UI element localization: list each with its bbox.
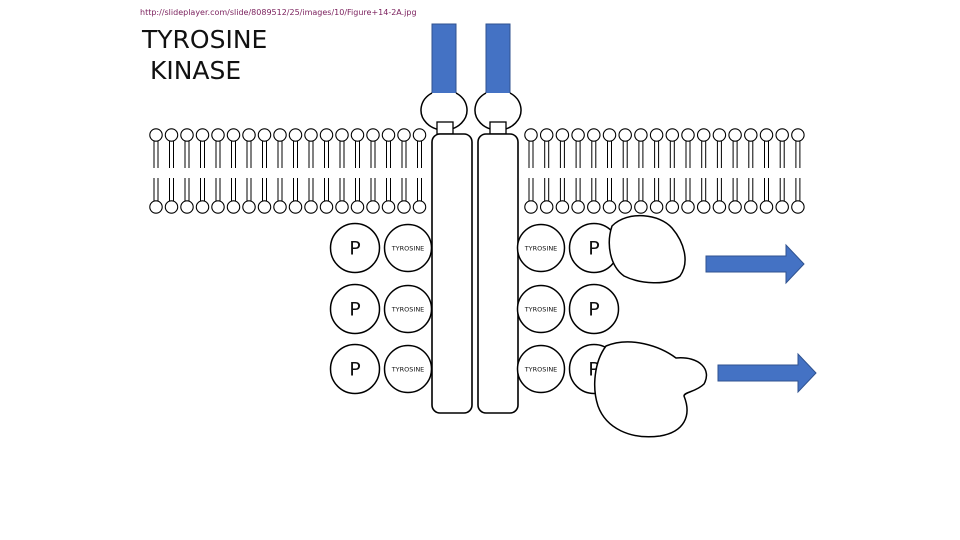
- tyrosine-left-label: TYROSINE: [391, 244, 425, 252]
- phospholipid: [150, 129, 162, 213]
- tyrosine-right-label: TYROSINE: [524, 244, 558, 252]
- relay-protein-bottom: [595, 342, 707, 437]
- tyrosine-phosphate-group: P TYROSINE TYROSINE P P TYROSINE TYROSINE P P TYR…: [331, 224, 619, 394]
- phosphate-right-label: P: [588, 238, 599, 260]
- receptor-body-right: [478, 134, 518, 413]
- tyrosine-right-label: TYROSINE: [524, 365, 558, 373]
- phospholipid: [243, 129, 255, 213]
- phosphate-left-label: P: [349, 299, 360, 321]
- phospholipid: [289, 129, 301, 213]
- tyrosine-left-label: TYROSINE: [391, 305, 425, 313]
- phospholipid: [792, 129, 804, 213]
- activation-arrow-top: [706, 245, 804, 283]
- phosphate-left-label: P: [349, 359, 360, 381]
- phospholipid: [258, 129, 270, 213]
- phospholipid: [729, 129, 741, 213]
- phospholipid: [196, 129, 208, 213]
- phosphate-right-label: P: [588, 299, 599, 321]
- tyrosine-left: TYROSINE: [385, 225, 432, 272]
- phospholipid: [367, 129, 379, 213]
- phospholipid: [588, 129, 600, 213]
- phospholipid: [682, 129, 694, 213]
- phospholipid: [181, 129, 193, 213]
- phospholipid: [382, 129, 394, 213]
- receptor-head-left: [421, 93, 467, 134]
- phospholipid: [305, 129, 317, 213]
- cell-membrane: [150, 129, 804, 213]
- phospholipid: [525, 129, 537, 213]
- tyrosine-right-label: TYROSINE: [524, 305, 558, 313]
- tyrosine-right: TYROSINE: [518, 346, 565, 393]
- phosphate-left: P: [331, 224, 380, 273]
- phospholipid: [572, 129, 584, 213]
- phospholipid: [776, 129, 788, 213]
- phospholipid: [635, 129, 647, 213]
- phospholipid: [165, 129, 177, 213]
- phosphate-left-label: P: [349, 238, 360, 260]
- phospholipid: [398, 129, 410, 213]
- phospholipid: [274, 129, 286, 213]
- phospholipid: [351, 129, 363, 213]
- activation-arrow-bottom: [718, 354, 816, 392]
- phospholipid: [745, 129, 757, 213]
- phospholipid: [556, 129, 568, 213]
- phospholipid: [650, 129, 662, 213]
- phospholipid: [541, 129, 553, 213]
- phospholipid: [666, 129, 678, 213]
- phosphate-left: P: [331, 285, 380, 334]
- receptor-head-right: [475, 93, 521, 134]
- phospholipid: [713, 129, 725, 213]
- phospholipid: [320, 129, 332, 213]
- phospholipid: [760, 129, 772, 213]
- phosphate-left: P: [331, 345, 380, 394]
- ligand-left: [432, 24, 456, 104]
- phospholipid: [619, 129, 631, 213]
- phospholipid: [336, 129, 348, 213]
- phospholipid: [212, 129, 224, 213]
- phospholipid: [603, 129, 615, 213]
- phospholipid: [698, 129, 710, 213]
- tyrosine-right: TYROSINE: [518, 286, 565, 333]
- tyrosine-left: TYROSINE: [385, 286, 432, 333]
- tyrosine-right: TYROSINE: [518, 225, 565, 272]
- phospholipid: [227, 129, 239, 213]
- phosphate-right: P: [570, 285, 619, 334]
- ligand-right: [486, 24, 510, 104]
- tyrosine-left-label: TYROSINE: [391, 365, 425, 373]
- tyrosine-left: TYROSINE: [385, 346, 432, 393]
- phospholipid: [413, 129, 425, 213]
- receptor-body-left: [432, 134, 472, 413]
- relay-protein-top: [609, 216, 685, 283]
